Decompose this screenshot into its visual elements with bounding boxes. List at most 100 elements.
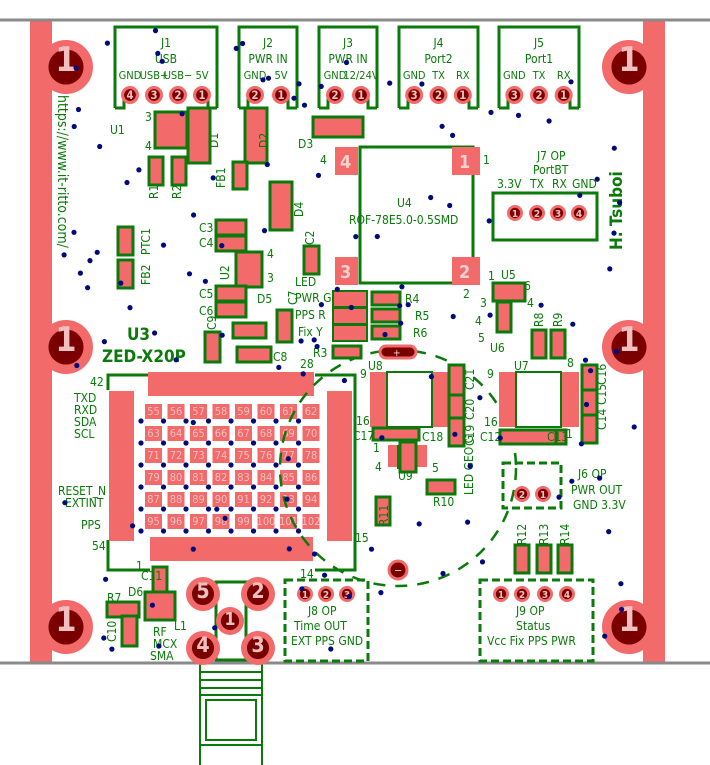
pin-mark: 4 bbox=[475, 314, 482, 328]
via bbox=[273, 528, 279, 534]
via bbox=[205, 506, 212, 512]
via bbox=[261, 228, 268, 234]
connector-j3-pin-hole bbox=[329, 89, 341, 101]
led-row-pwr: PWR G bbox=[295, 291, 331, 305]
component-u9-ref: U9 bbox=[398, 469, 413, 483]
via bbox=[183, 528, 189, 534]
j6-pin-hole bbox=[516, 488, 528, 500]
j7-pin-number: 2 bbox=[534, 209, 540, 220]
via bbox=[138, 528, 144, 534]
pin-mark: 16 bbox=[484, 415, 498, 429]
component-u1-ref: U1 bbox=[110, 123, 125, 137]
sma-pad-number: 5 bbox=[196, 579, 209, 604]
sma-label-sma: SMA bbox=[150, 649, 174, 663]
via bbox=[399, 284, 405, 290]
via bbox=[183, 462, 189, 468]
u3-grid-pad-number: 66 bbox=[215, 427, 228, 440]
component-u1 bbox=[153, 110, 189, 150]
via bbox=[311, 337, 317, 343]
u3-grid-pad bbox=[257, 514, 275, 529]
component-ptc1 bbox=[116, 225, 135, 257]
j8-pin-number: 2 bbox=[323, 590, 329, 601]
u3-grid-pad bbox=[145, 470, 162, 485]
mounting-hole-hole bbox=[611, 49, 647, 85]
u3-grid-pad bbox=[190, 448, 207, 463]
via bbox=[538, 302, 544, 308]
u3-grid-pad-number: 57 bbox=[192, 405, 205, 418]
j6-ref: J6 OP bbox=[577, 467, 607, 481]
via bbox=[295, 484, 302, 490]
u3-grid-pad-number: 87 bbox=[147, 493, 160, 506]
via bbox=[631, 424, 637, 430]
via bbox=[397, 303, 403, 309]
component-u6-ref: U6 bbox=[490, 341, 505, 355]
via bbox=[156, 643, 162, 649]
component-r2-ref: R2 bbox=[170, 185, 184, 199]
via bbox=[138, 484, 144, 490]
connector-j2-pin-label: 5V bbox=[274, 69, 287, 82]
pin-mark: 5 bbox=[432, 461, 439, 475]
component-d4 bbox=[268, 180, 294, 232]
via bbox=[515, 112, 522, 118]
via bbox=[467, 463, 473, 469]
u3-grid-pad-number: 71 bbox=[147, 449, 160, 462]
via bbox=[611, 230, 617, 236]
u3-grid-pad-number: 67 bbox=[237, 427, 250, 440]
via bbox=[479, 559, 486, 565]
u3-grid-pad-number: 88 bbox=[170, 493, 183, 506]
via bbox=[440, 570, 446, 577]
connector-j2-ref: J2 bbox=[262, 36, 273, 50]
u8-pads-left bbox=[370, 372, 388, 427]
via bbox=[61, 252, 67, 258]
component-c10-ref: C10 bbox=[105, 621, 119, 642]
via bbox=[497, 435, 503, 441]
u3-pad-strip-right bbox=[327, 391, 352, 541]
via bbox=[228, 418, 234, 424]
via bbox=[233, 45, 239, 52]
component-d1-ref: D1 bbox=[207, 133, 221, 148]
component-c7-ref: C7 bbox=[286, 291, 300, 305]
connector-j5-pin-hole bbox=[508, 89, 521, 101]
pin-mark: 1 bbox=[566, 427, 573, 441]
via bbox=[273, 506, 279, 512]
via bbox=[250, 506, 257, 512]
j9-pin-hole bbox=[495, 588, 507, 600]
led-row-fix: Fix Y bbox=[298, 325, 323, 339]
signal-rxd: RXD bbox=[74, 403, 97, 417]
connector-j4-pin-label: RX bbox=[456, 69, 470, 82]
component-r7-ref: R7 bbox=[107, 591, 121, 605]
via bbox=[348, 304, 354, 311]
via bbox=[186, 271, 193, 277]
via bbox=[190, 419, 196, 426]
j9-pin-hole bbox=[539, 588, 551, 600]
via bbox=[577, 192, 583, 198]
battery-minus-label: − bbox=[394, 564, 402, 577]
j7-pin-number: 1 bbox=[512, 209, 518, 220]
component-r3 bbox=[331, 344, 363, 360]
sma-pad-hole bbox=[220, 611, 240, 631]
u3-pad-strip-top bbox=[148, 372, 314, 396]
via bbox=[173, 357, 179, 363]
connector-j5-name: Port1 bbox=[525, 52, 553, 66]
j9-line2: Vcc Fix PPS PWR bbox=[487, 634, 576, 648]
u4-pin4-mark: 4 bbox=[320, 153, 327, 167]
component-c6-ref: C6 bbox=[199, 304, 214, 318]
via bbox=[428, 194, 434, 201]
connector-j2-name: PWR IN bbox=[248, 52, 287, 66]
j9-pin-hole bbox=[516, 588, 528, 600]
connector-j4-name: Port2 bbox=[424, 52, 452, 66]
sma-pad-hole bbox=[246, 636, 270, 660]
u3-grid-pad-number: 100 bbox=[257, 515, 276, 528]
via bbox=[160, 484, 167, 490]
u3-grid-pad-number: 95 bbox=[147, 515, 160, 528]
u3-grid-pad bbox=[212, 404, 230, 419]
via bbox=[387, 80, 393, 86]
via bbox=[85, 285, 91, 291]
u3-grid-pad bbox=[167, 514, 185, 529]
j6-pin-hole bbox=[537, 488, 549, 500]
via bbox=[296, 81, 302, 87]
u4-pad-1-label: 1 bbox=[459, 152, 470, 173]
j6-outline bbox=[501, 461, 563, 510]
connector-j1-pin-number: 2 bbox=[174, 89, 181, 102]
via bbox=[328, 646, 334, 652]
